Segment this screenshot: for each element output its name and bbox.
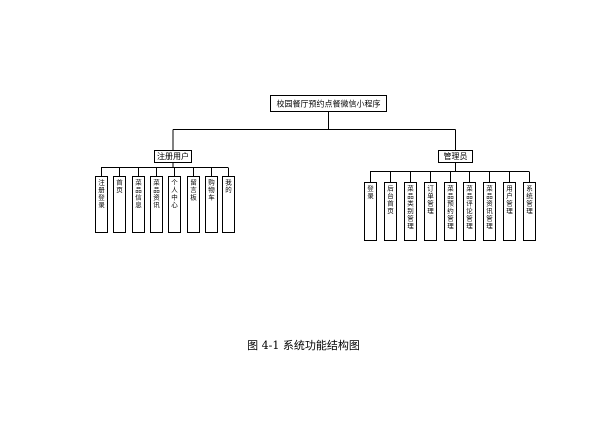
leaf-label: 留言板 xyxy=(190,178,197,202)
leaf-box xyxy=(113,176,126,233)
leaf-box xyxy=(132,176,145,233)
leaf-label: 菜品资讯 xyxy=(153,178,160,210)
leaf-box xyxy=(483,182,496,241)
leaf-box xyxy=(95,176,108,233)
branch-label-registered-user: 注册用户 xyxy=(157,151,189,161)
leaf-label: 用户管理 xyxy=(506,185,513,216)
root-box xyxy=(270,95,387,112)
leaf-box xyxy=(503,182,516,241)
leaf-label: 后台首页 xyxy=(387,184,394,216)
leaf-box xyxy=(168,176,181,233)
leaf-box xyxy=(222,176,235,233)
leaf-box xyxy=(463,182,476,241)
leaf-label: 购物车 xyxy=(208,178,215,202)
leaf-label: 个人中心 xyxy=(171,179,178,210)
leaf-label: 菜品评论管理 xyxy=(466,184,473,231)
leaf-label: 我的 xyxy=(225,178,232,195)
leaf-box xyxy=(523,182,536,241)
leaf-box xyxy=(444,182,457,241)
leaf-label: 系统管理 xyxy=(526,184,533,216)
leaf-box xyxy=(205,176,218,233)
leaf-box xyxy=(364,182,377,241)
figure-caption: 图 4-1 系统功能结构图 xyxy=(247,339,360,352)
branch-box-admin xyxy=(438,150,473,163)
leaf-label: 登录 xyxy=(367,184,374,201)
branch-box-registered-user xyxy=(154,150,192,163)
leaf-label: 首页 xyxy=(116,178,123,195)
leaf-label: 菜品类别管理 xyxy=(407,184,414,231)
leaf-label: 菜品资讯管理 xyxy=(486,184,493,231)
leaf-box xyxy=(404,182,417,241)
leaf-label: 菜品信息 xyxy=(135,178,142,210)
leaf-box xyxy=(187,176,200,233)
leaf-label: 订单管理 xyxy=(427,185,434,216)
root-label: 校园餐厅预约点餐微信小程序 xyxy=(277,99,381,109)
branch-label-admin: 管理员 xyxy=(444,151,468,161)
leaf-label: 注册登录 xyxy=(98,178,105,210)
leaf-box xyxy=(384,182,397,241)
leaf-box xyxy=(424,182,437,241)
leaf-label: 菜品预约管理 xyxy=(447,184,454,231)
leaf-box xyxy=(150,176,163,233)
